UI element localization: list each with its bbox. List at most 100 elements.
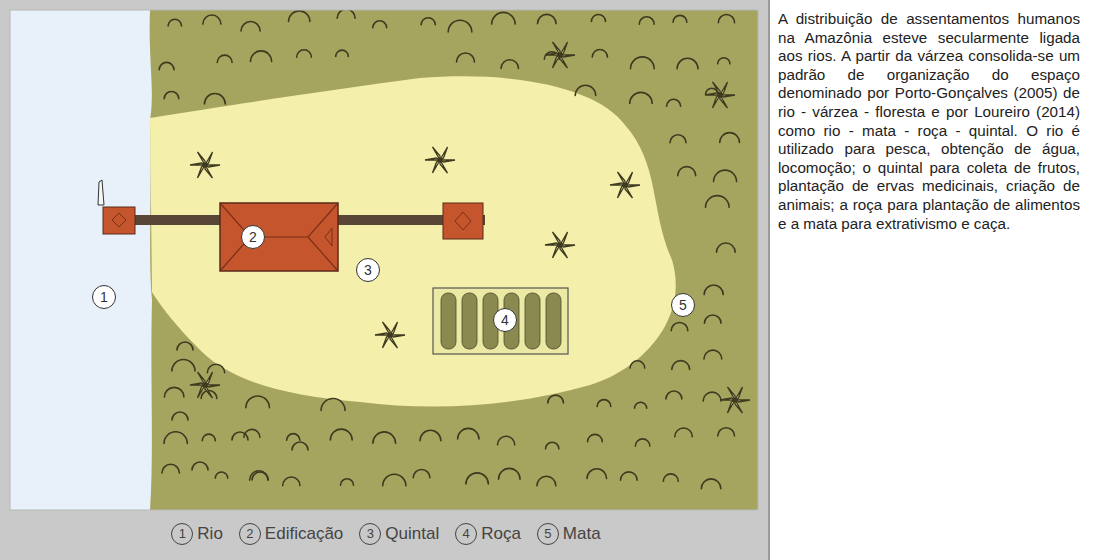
tree-crown [337,10,355,18]
legend-text: Roça [481,524,521,544]
tree-crown [168,19,181,26]
callout-number: 4 [493,308,517,332]
tree-crown [164,387,183,397]
tree-crown [383,474,406,486]
tree-crown [162,464,179,473]
tree-crown [501,60,518,69]
palm-tree [545,232,575,258]
legend-text: Quintal [385,524,439,544]
tree-crown [458,428,479,439]
tree-crown [671,322,688,330]
legend-number: 2 [239,523,261,545]
tree-crown [673,15,687,22]
tree-crown [413,469,430,477]
tree-crown [297,50,312,57]
legend-number: 3 [359,523,381,545]
palm-tree [190,372,220,398]
legend-row: 1Rio 2Edificação 3Quintal 4Roça 5Mata [8,520,760,548]
tree-crown [537,14,556,23]
tree-crown [192,462,208,470]
tree-crown [592,49,607,57]
tree-crown [232,432,248,440]
tree-crown [706,196,730,208]
legend-text: Rio [197,524,223,544]
tree-crown [164,432,187,444]
tree-crown [289,11,310,22]
description-text: A distribuição de assentamentos humanos … [778,10,1080,233]
tree-crown [630,92,652,103]
tree-crown [587,469,607,479]
tree-crown [283,477,300,486]
tree-crown [670,135,686,143]
tree-crown [172,412,188,420]
legend-number: 5 [537,523,559,545]
tree-crown [704,315,721,323]
tree-crown [701,479,720,489]
legend-text: Edificação [265,524,343,544]
tree-crown [631,57,655,69]
palm-tree [720,387,750,413]
tree-crown [330,429,352,440]
tree-crown [336,50,349,56]
tree-crown [241,22,260,32]
palm-tree [190,152,220,178]
tree-crown [292,442,308,450]
callout-number: 5 [671,293,695,317]
tree-crown [717,243,736,252]
tree-crown [251,51,272,62]
tree-crown [635,439,649,446]
tree-crown [663,474,678,481]
tree-crown [678,167,696,176]
tree-crown [341,479,354,486]
callout-number: 3 [356,258,380,282]
tree-crown [204,94,225,104]
callout-number: 2 [241,225,265,249]
tree-crown [373,432,396,443]
palm-tree [610,172,640,198]
tree-crown [575,85,595,95]
legend-text: Mata [563,524,601,544]
tree-crown [252,472,268,480]
tree-crown [287,434,300,441]
tree-crown [588,434,603,441]
tree-crown [421,18,435,25]
panel-divider [768,0,770,560]
tree-crown [714,170,737,181]
tree-crown [498,436,515,445]
tree-crown [548,395,564,403]
legend-number: 4 [455,523,477,545]
legend-number: 1 [171,523,193,545]
tree-crown [639,17,654,24]
tree-crown [672,361,690,370]
tree-crown [675,428,692,437]
tree-crown [718,428,735,436]
palm-tree [545,42,575,68]
tree-crown [164,91,179,98]
tree-crown [207,364,224,373]
tree-crown [172,360,195,372]
crop-row [525,293,540,349]
tree-crown [591,14,605,21]
crop-row [462,293,477,349]
tree-crown [704,285,723,295]
tree-crown [492,12,515,24]
tree-crown [677,58,698,68]
tree-crown [718,15,734,23]
crop-row [546,293,561,349]
palm-tree [425,147,455,173]
palm-tree [375,322,405,348]
crop-row [441,293,456,349]
tree-crown [203,15,221,24]
palm-tree [705,82,735,108]
tree-crown [457,53,475,62]
tree-crown [546,442,559,449]
tree-crown [448,20,472,32]
callout-number: 1 [92,285,116,309]
tree-crown [499,468,520,479]
tree-crown [718,58,730,64]
settlement-illustration [0,0,768,560]
tree-crown [373,21,387,28]
tree-crown [621,472,638,480]
tree-crown [630,361,645,368]
tree-crown [597,400,611,407]
